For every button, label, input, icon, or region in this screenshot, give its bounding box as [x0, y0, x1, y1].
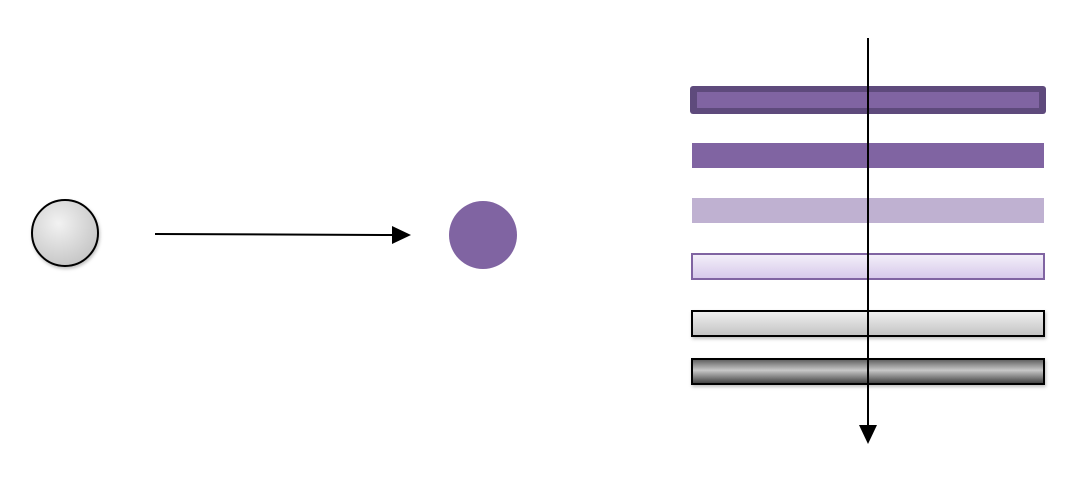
layer-stack — [690, 38, 1046, 444]
down-arrow — [859, 38, 877, 444]
start-circle — [31, 199, 99, 267]
end-circle — [449, 201, 517, 269]
right-arrow — [154, 226, 411, 244]
